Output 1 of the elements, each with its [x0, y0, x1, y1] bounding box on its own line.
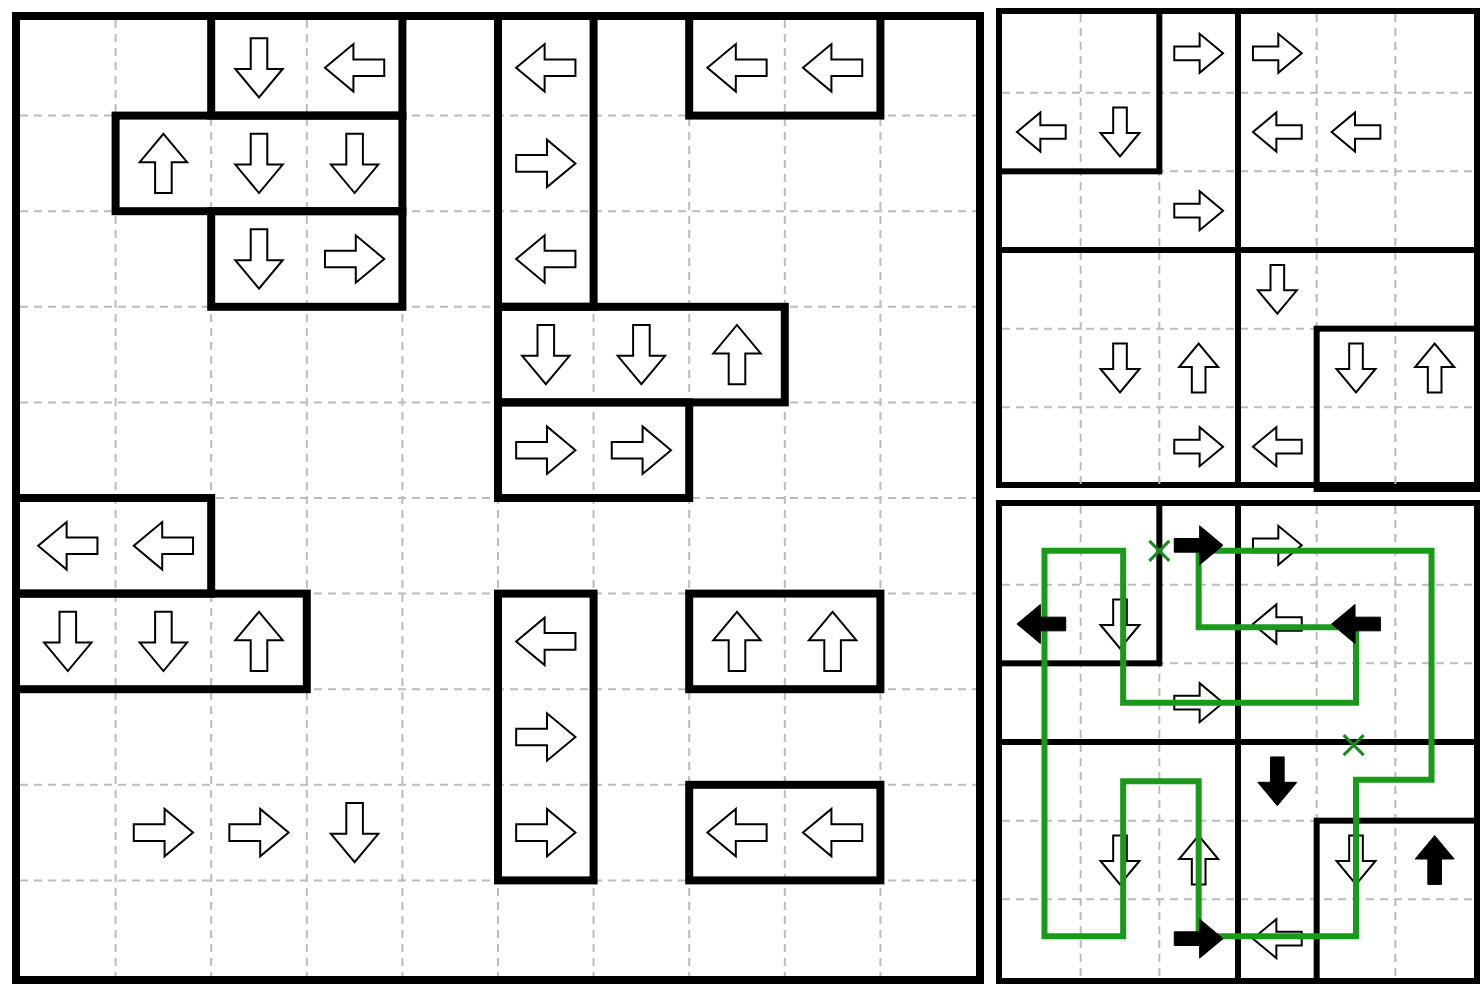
puzzle-grid — [12, 12, 984, 984]
